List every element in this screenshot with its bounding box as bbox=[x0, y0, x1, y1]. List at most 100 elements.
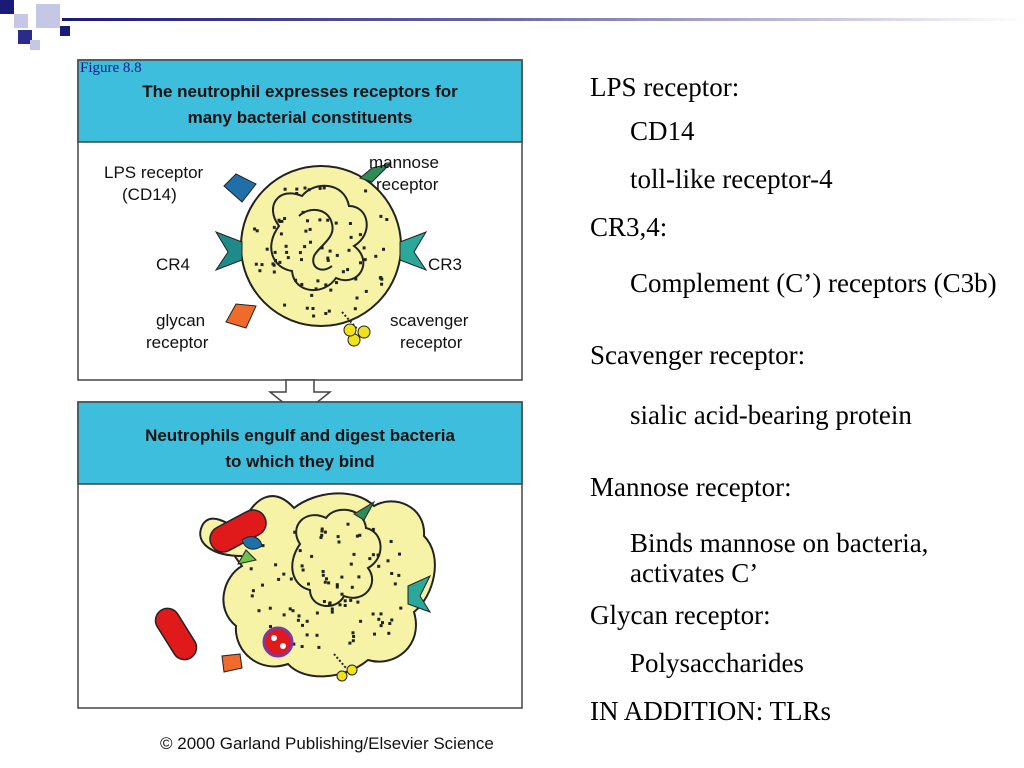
granule bbox=[346, 268, 350, 272]
granule bbox=[249, 567, 253, 571]
granule bbox=[294, 278, 298, 282]
granule bbox=[330, 610, 334, 614]
granule bbox=[312, 314, 316, 318]
granule bbox=[362, 246, 366, 250]
granule bbox=[341, 270, 345, 274]
bacterium-free bbox=[154, 607, 198, 661]
lps-receptor-bound bbox=[241, 536, 263, 550]
granule bbox=[303, 186, 307, 190]
granule bbox=[340, 575, 344, 579]
granule bbox=[326, 218, 330, 222]
corner-square bbox=[18, 30, 32, 44]
nucleus bbox=[270, 184, 368, 292]
granule-light bbox=[280, 643, 286, 649]
granule bbox=[284, 244, 288, 248]
granule bbox=[254, 262, 258, 266]
granule bbox=[385, 218, 389, 221]
bullet-heading: Scavenger receptor: bbox=[590, 340, 806, 370]
scavenger-ligand-bottom bbox=[336, 670, 348, 682]
granule bbox=[261, 583, 264, 587]
glycan-receptor-shape bbox=[225, 303, 257, 329]
lps-label-line2: (CD14) bbox=[122, 185, 177, 204]
corner-square bbox=[36, 4, 60, 28]
granule bbox=[311, 307, 315, 310]
corner-square bbox=[60, 26, 70, 36]
mannose-receptor-shape bbox=[358, 163, 392, 183]
bottom-title-line1: Neutrophils engulf and digest bacteria bbox=[145, 426, 455, 445]
granule bbox=[273, 250, 277, 254]
granule bbox=[363, 258, 367, 262]
granule bbox=[282, 613, 286, 617]
bullet-subitem: Binds mannose on bacteria, activates C’ bbox=[630, 528, 929, 588]
granules bbox=[249, 522, 403, 649]
granule bbox=[320, 529, 324, 533]
granule bbox=[379, 276, 383, 279]
granule bbox=[380, 282, 384, 286]
bullet-heading: Glycan receptor: bbox=[590, 600, 771, 630]
figure-label: Figure 8.8 bbox=[80, 60, 142, 76]
granule bbox=[335, 583, 339, 587]
granule bbox=[315, 611, 319, 615]
granule bbox=[327, 581, 331, 585]
granule bbox=[298, 549, 302, 553]
granule bbox=[343, 599, 347, 603]
top-title-line1: The neutrophil expresses receptors for bbox=[142, 82, 458, 101]
granule bbox=[319, 536, 323, 539]
granule bbox=[371, 527, 375, 531]
granule bbox=[388, 622, 392, 625]
granule bbox=[382, 247, 385, 251]
granule bbox=[324, 283, 328, 287]
granule bbox=[354, 277, 358, 281]
top-panel-header bbox=[77, 59, 523, 143]
granule bbox=[301, 568, 305, 572]
granule bbox=[298, 251, 302, 255]
granule bbox=[397, 573, 401, 577]
granule bbox=[379, 624, 383, 628]
receptor-bound bbox=[237, 549, 257, 565]
granule bbox=[337, 540, 341, 544]
bullet-heading: CR3,4: bbox=[590, 212, 668, 242]
granule bbox=[346, 522, 350, 526]
granule bbox=[377, 564, 381, 568]
granule bbox=[265, 247, 269, 251]
scavenger-label-line2: receptor bbox=[400, 333, 463, 352]
granule bbox=[316, 279, 320, 283]
granule bbox=[283, 303, 287, 307]
granule bbox=[399, 606, 403, 610]
granule bbox=[324, 312, 328, 315]
granule bbox=[320, 246, 324, 250]
bullet-heading: IN ADDITION: TLRs bbox=[590, 696, 831, 726]
cr3-receptor-bottom bbox=[407, 574, 432, 613]
granule bbox=[292, 642, 296, 646]
granule bbox=[390, 572, 394, 575]
granule bbox=[368, 557, 372, 561]
granule bbox=[355, 534, 359, 538]
granule bbox=[349, 235, 353, 239]
granule bbox=[272, 263, 276, 267]
granule bbox=[283, 187, 287, 191]
granule bbox=[373, 632, 376, 636]
cr4-label: CR4 bbox=[156, 255, 190, 274]
mannose-receptor-bottom bbox=[353, 500, 376, 521]
granule bbox=[322, 186, 326, 190]
granule bbox=[250, 594, 254, 598]
bullet-subitem: sialic acid-bearing protein bbox=[630, 400, 912, 430]
granule bbox=[305, 306, 309, 310]
granule bbox=[297, 614, 301, 618]
granule bbox=[304, 229, 308, 233]
granule bbox=[295, 192, 299, 195]
granule bbox=[315, 633, 319, 637]
glycan-label-line1: glycan bbox=[156, 311, 205, 330]
granule bbox=[343, 604, 347, 607]
granule bbox=[301, 623, 304, 627]
granule bbox=[358, 533, 362, 537]
scavenger-ligand bbox=[357, 325, 371, 339]
granule bbox=[285, 250, 289, 254]
cr3-receptor-shape bbox=[399, 231, 428, 272]
granule bbox=[352, 552, 356, 556]
granule bbox=[389, 540, 393, 543]
granule bbox=[310, 554, 314, 558]
granule bbox=[274, 563, 278, 567]
granule bbox=[356, 600, 360, 604]
glycan-label-line2: receptor bbox=[146, 333, 209, 352]
